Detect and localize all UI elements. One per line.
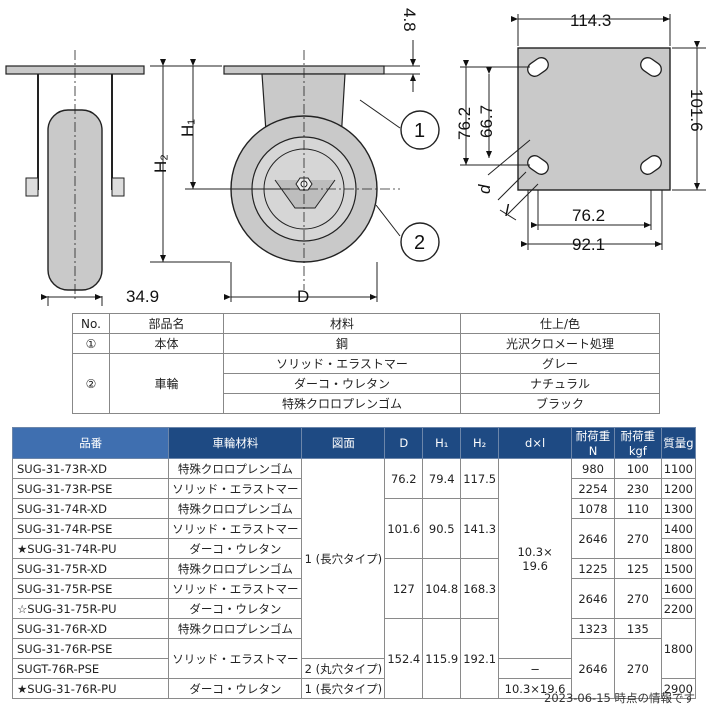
spec-header-row: 品番 車輪材料 図面 D H₁ H₂ d×l 耐荷重N 耐荷重kgf 質量g [11, 427, 697, 459]
parts-row: ダーコ・ウレタン ナチュラル [73, 373, 660, 394]
parts-header-no: No. [72, 313, 110, 334]
spec-header-h2: H₂ [460, 427, 500, 459]
spec-row: SUG-31-75R-XD 特殊クロロプレンゴム 127 104.8 168.3… [11, 558, 697, 619]
spec-row: SUG-31-76R-PSE ソリッド・エラストマー 2646 270 [11, 638, 696, 699]
front-view: D H₂ H₁ 4.8 1 2 [150, 8, 440, 306]
parts-row: ① 本体 鋼 光沢クロメート処理 [72, 333, 660, 354]
parts-header-row: No. 部品名 材料 仕上/色 [72, 313, 660, 334]
spec-table: 品番 車輪材料 図面 D H₁ H₂ d×l 耐荷重N 耐荷重kgf 質量g S… [11, 427, 697, 699]
spec-row: SUGT-76R-PSE 2 (丸穴タイプ) − [11, 658, 696, 679]
parts-table: No. 部品名 材料 仕上/色 ① 本体 鋼 光沢クロメート処理 ② 車輪 ソリ… [72, 313, 660, 414]
plate-view: 114.3 101.6 76.2 92.1 76.2 66.7 d l [455, 11, 706, 254]
spec-header-drawing: 図面 [301, 427, 386, 459]
callout-1 [400, 110, 440, 150]
footer-note: 2023-06-15 時点の情報です [544, 691, 695, 705]
hole-spacing-v2-dim: 66.7 [477, 105, 496, 138]
spec-row: SUG-31-76R-XD 特殊クロロプレンゴム 152.4 115.9 192… [11, 618, 697, 699]
hole-l-dim: l [505, 201, 510, 220]
parts-row: 特殊クロロプレンゴム ブラック [73, 393, 660, 414]
spec-header-mass: 質量g [660, 427, 697, 459]
h2-dim: H₂ [151, 154, 170, 173]
spec-header-material: 車輪材料 [168, 427, 303, 459]
svg-text:2: 2 [414, 232, 425, 254]
technical-drawing: 34.9 D H₂ H₁ 4.8 1 [5, 8, 706, 306]
spec-row: ★SUG-31-76R-PU ダーコ・ウレタン 1 (長穴タイプ) 10.3×1… [11, 678, 697, 699]
spec-header-d: D [384, 427, 424, 459]
spec-header-loadn: 耐荷重N [571, 427, 615, 459]
parts-header-material: 材料 [223, 313, 461, 334]
spec-row: ☆SUG-31-75R-PU ダーコ・ウレタン 2200 [11, 598, 697, 619]
h1-dim: H₁ [178, 119, 197, 137]
spec-header-loadkgf: 耐荷重kgf [613, 427, 662, 459]
side-width-dim: 34.9 [126, 287, 159, 306]
svg-text:1: 1 [414, 120, 425, 142]
hole-spacing-h-dim: 76.2 [572, 206, 605, 225]
spec-row: SUG-31-73R-PSE ソリッド・エラストマー 2254 230 1200 [11, 478, 697, 499]
spec-header-dxl: d×l [498, 427, 573, 459]
plate-height-dim: 101.6 [687, 89, 706, 132]
spec-header-model: 品番 [11, 427, 170, 459]
parts-header-finish: 仕上/色 [460, 313, 660, 334]
plate-thickness-dim: 4.8 [400, 8, 419, 32]
plate-width-dim: 114.3 [570, 11, 611, 30]
parts-row: ② 車輪 ソリッド・エラストマー グレー [72, 353, 660, 414]
spec-row: ★SUG-31-74R-PU ダーコ・ウレタン 1800 [11, 538, 697, 559]
hole-outer-dim: 92.1 [572, 235, 605, 254]
hole-d-dim: d [475, 184, 494, 194]
spec-header-h1: H₁ [422, 427, 462, 459]
callout-2 [400, 222, 440, 262]
hole-spacing-v-dim: 76.2 [455, 107, 474, 140]
parts-header-name: 部品名 [109, 313, 224, 334]
d-dim: D [297, 287, 309, 306]
side-view: 34.9 [5, 50, 159, 306]
spec-row: SUG-31-73R-XD 特殊クロロプレンゴム 1 (長穴タイプ) 76.2 … [11, 458, 697, 659]
